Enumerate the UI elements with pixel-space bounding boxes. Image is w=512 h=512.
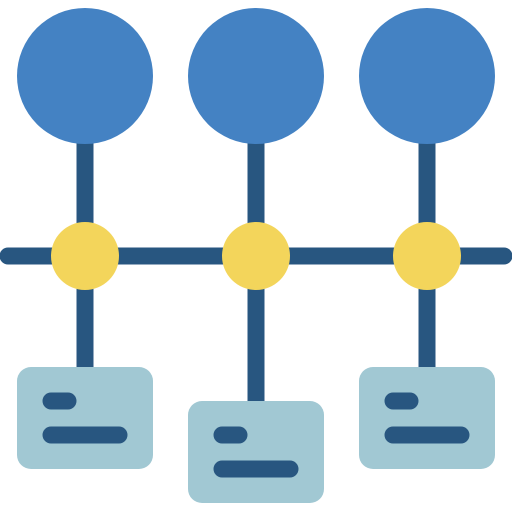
timeline-node-3 (393, 222, 461, 290)
card-2 (188, 401, 324, 503)
card-1 (17, 367, 153, 469)
timeline-node-1 (51, 222, 119, 290)
top-circle-2 (188, 8, 324, 144)
timeline-node-2 (222, 222, 290, 290)
card-3 (359, 367, 495, 469)
top-circle-1 (17, 8, 153, 144)
top-circle-3 (359, 8, 495, 144)
